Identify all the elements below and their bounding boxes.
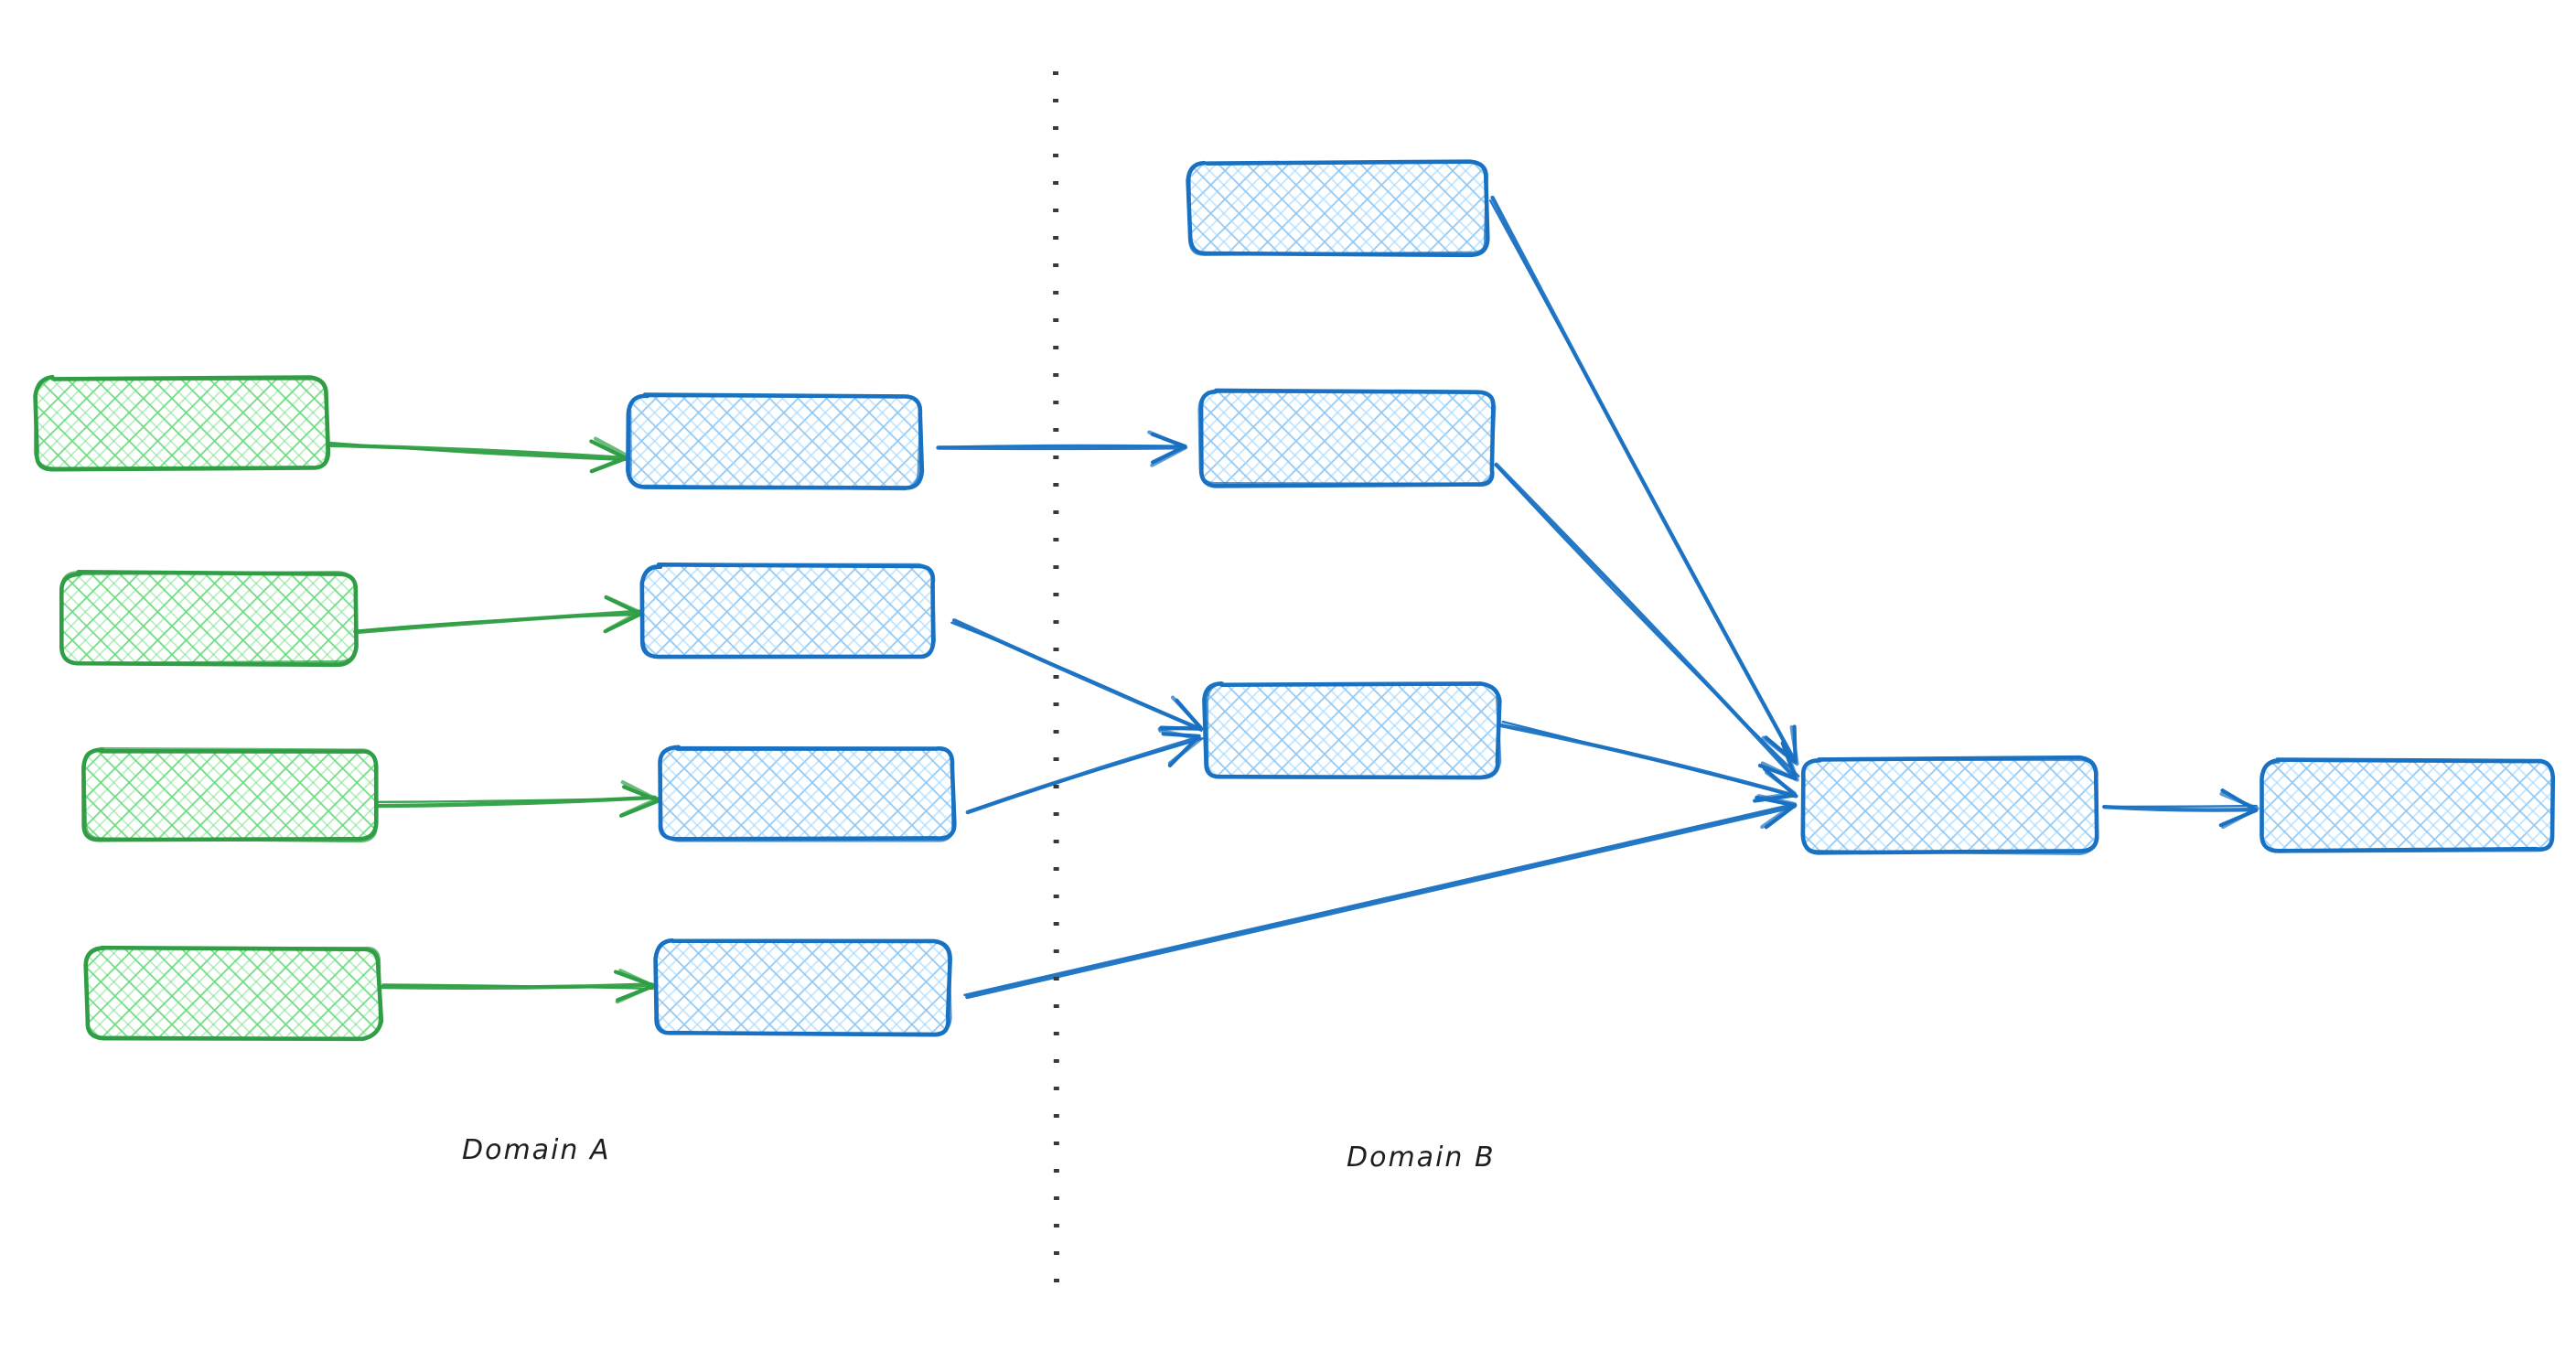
node-fill-hatch-b: [1802, 759, 2097, 852]
node-outline: [659, 746, 955, 842]
edge-line: [327, 441, 630, 462]
edge-line: [353, 609, 643, 635]
node-a1[interactable]: [33, 374, 331, 472]
node-b2[interactable]: [639, 563, 937, 659]
node-fill-hatch-b: [84, 750, 377, 840]
edge-e4[interactable]: [380, 969, 656, 1004]
arrowhead: [1760, 744, 1799, 782]
divider-dashed-line: [1053, 70, 1059, 1286]
node-c5[interactable]: [2259, 757, 2556, 853]
arrowhead: [1157, 695, 1203, 732]
node-c1[interactable]: [1186, 159, 1490, 258]
node-outline: [33, 376, 328, 470]
node-c4[interactable]: [1800, 755, 2099, 856]
node-outline: [2259, 758, 2555, 853]
arrowhead: [1761, 724, 1799, 766]
edge-line: [968, 736, 1205, 812]
edge-e3[interactable]: [375, 780, 660, 818]
edge-line: [963, 803, 1793, 997]
node-fill-hatch-b: [660, 748, 953, 840]
node-fill-hatch-b: [87, 948, 380, 1037]
edge-e1[interactable]: [327, 436, 631, 474]
edge-e12[interactable]: [2102, 788, 2259, 830]
edge-e9[interactable]: [1488, 195, 1799, 766]
node-outline: [654, 938, 952, 1035]
node-fill-hatch-b: [629, 396, 920, 488]
edge-e10[interactable]: [1494, 462, 1800, 782]
node-fill-hatch-b: [643, 566, 934, 658]
node-outline: [1197, 390, 1497, 486]
arrowhead: [1147, 430, 1188, 467]
node-outline: [59, 571, 359, 665]
edge-e6[interactable]: [950, 618, 1204, 732]
node-a3[interactable]: [81, 746, 379, 843]
edge-line: [1494, 462, 1797, 780]
node-c3[interactable]: [1202, 681, 1502, 780]
edge-e8[interactable]: [963, 794, 1798, 1000]
node-c2[interactable]: [1197, 388, 1497, 488]
edge-e11[interactable]: [1497, 720, 1798, 803]
node-b1[interactable]: [626, 392, 925, 491]
node-fill-hatch-b: [1200, 391, 1493, 485]
node-outline: [84, 946, 381, 1041]
node-outline: [628, 394, 923, 491]
node-outline: [1801, 757, 2099, 856]
node-fill-hatch-b: [657, 942, 950, 1034]
edge-e2[interactable]: [353, 595, 643, 635]
edge-line: [1488, 199, 1797, 763]
node-fill-hatch-b: [1189, 163, 1487, 254]
arrowhead: [615, 969, 656, 1004]
edge-line: [1494, 464, 1800, 777]
node-outline: [1206, 681, 1502, 780]
arrowhead: [619, 780, 659, 818]
edge-line: [381, 983, 654, 991]
node-fill-hatch-b: [62, 573, 355, 663]
edge-e5[interactable]: [936, 430, 1188, 467]
edge-line: [936, 445, 1186, 451]
node-outline: [641, 563, 937, 659]
domain-divider: [1053, 70, 1059, 1286]
arrowhead: [604, 595, 642, 632]
arrowhead: [1158, 728, 1203, 766]
edge-line: [2102, 804, 2258, 812]
domain-a-label: Domain A: [462, 1134, 611, 1166]
node-outline: [82, 746, 378, 843]
edge-line: [950, 621, 1203, 732]
edge-line: [937, 444, 1186, 448]
edge-line: [380, 982, 654, 990]
node-a2[interactable]: [59, 569, 359, 668]
node-outline: [1187, 160, 1488, 256]
arrowhead: [1755, 770, 1797, 801]
edge-line: [353, 613, 639, 632]
node-a4[interactable]: [83, 945, 384, 1042]
edge-line: [965, 804, 1797, 1000]
node-fill-hatch-b: [1206, 684, 1498, 777]
node-b3[interactable]: [658, 745, 957, 842]
node-fill-hatch-b: [2261, 761, 2552, 851]
node-b4[interactable]: [653, 938, 952, 1037]
divider-layer: [1053, 70, 1059, 1286]
edge-line: [375, 797, 660, 804]
nodes-layer: [33, 159, 2556, 1042]
edge-e7[interactable]: [965, 728, 1205, 815]
arrowhead: [2219, 791, 2259, 830]
edge-line: [2102, 804, 2258, 809]
edge-line: [1501, 720, 1796, 798]
domain-b-label: Domain B: [1347, 1142, 1496, 1174]
edges-layer: [327, 195, 2259, 1004]
node-fill-hatch-b: [37, 379, 327, 468]
